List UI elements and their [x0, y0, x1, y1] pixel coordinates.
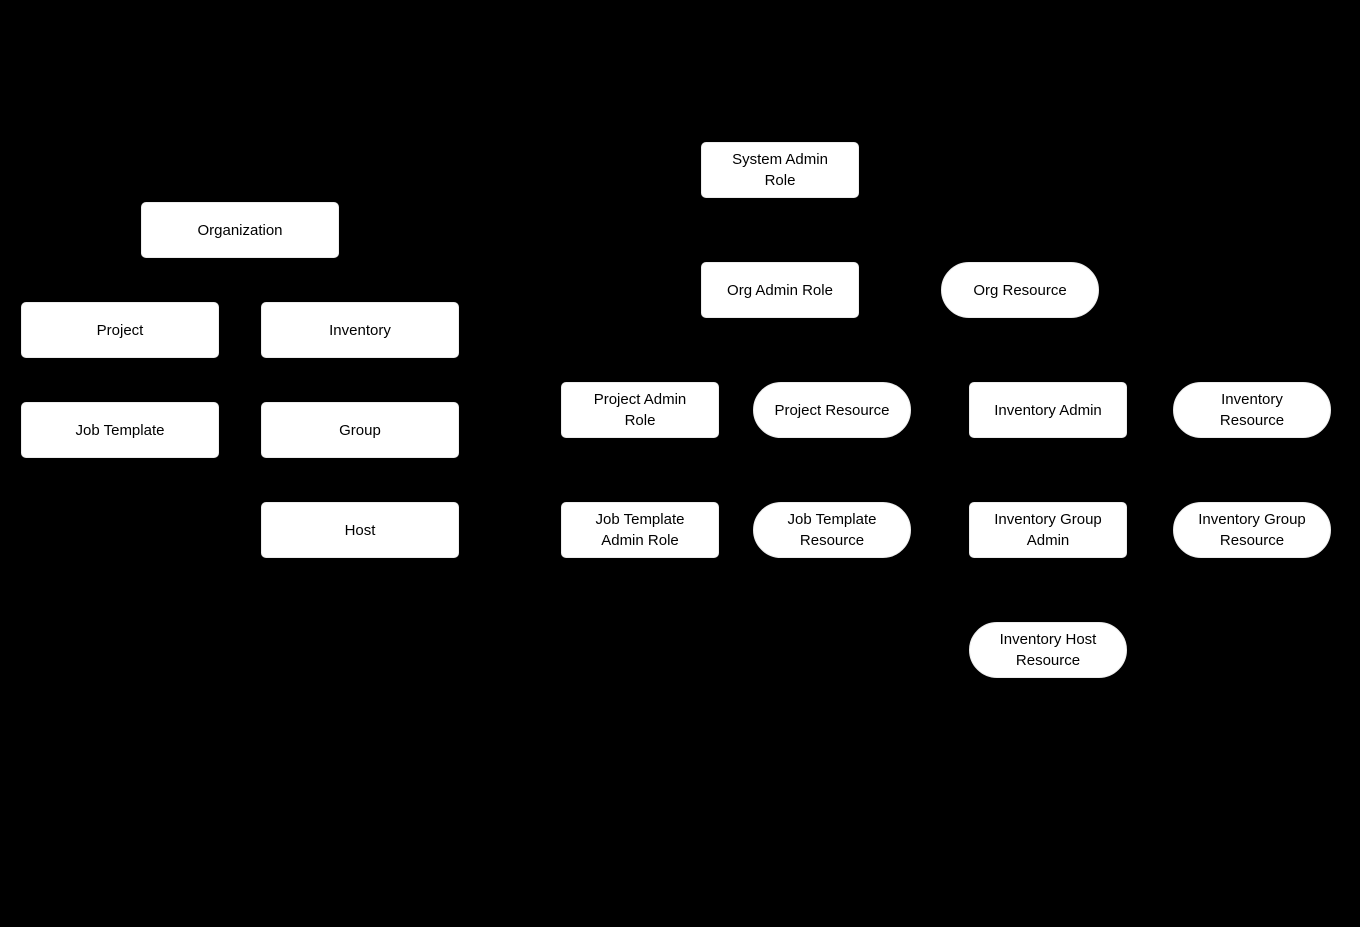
node-org-admin-role: Org Admin Role — [701, 262, 859, 318]
node-job-template: Job Template — [21, 402, 219, 458]
node-project: Project — [21, 302, 219, 358]
node-inventory-group-admin: Inventory Group Admin — [969, 502, 1127, 558]
node-job-template-resource: Job Template Resource — [753, 502, 911, 558]
node-project-admin-role: Project Admin Role — [561, 382, 719, 438]
node-system-admin-role: System Admin Role — [701, 142, 859, 198]
node-inventory-admin: Inventory Admin — [969, 382, 1127, 438]
node-organization: Organization — [141, 202, 339, 258]
node-org-resource: Org Resource — [941, 262, 1099, 318]
node-inventory-resource: Inventory Resource — [1173, 382, 1331, 438]
node-group: Group — [261, 402, 459, 458]
node-inventory-host-resource: Inventory Host Resource — [969, 622, 1127, 678]
node-inventory-group-resource: Inventory Group Resource — [1173, 502, 1331, 558]
node-project-resource: Project Resource — [753, 382, 911, 438]
node-host: Host — [261, 502, 459, 558]
node-inventory: Inventory — [261, 302, 459, 358]
node-job-template-admin-role: Job Template Admin Role — [561, 502, 719, 558]
